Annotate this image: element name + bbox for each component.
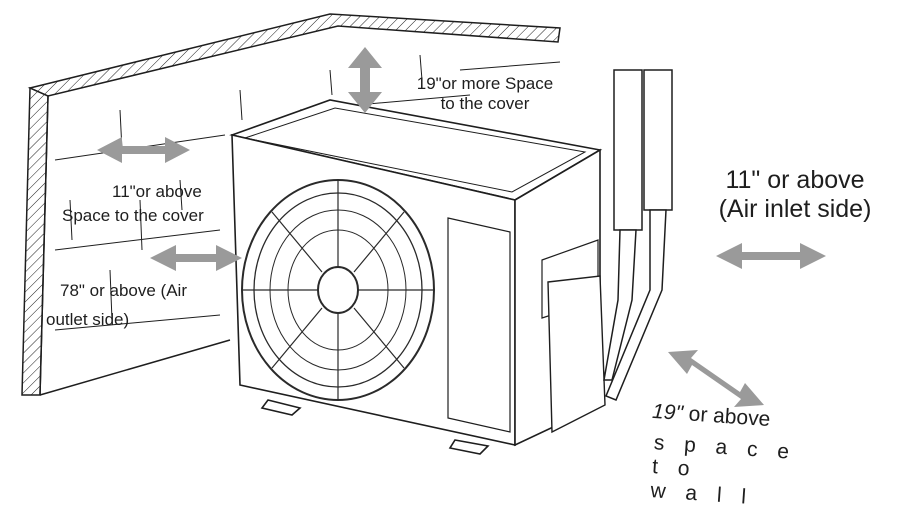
- top-cover-label-line2: to the cover: [440, 93, 530, 113]
- back-wall: [21, 13, 561, 396]
- left-cover-clearance-arrow: [97, 137, 190, 163]
- air-outlet-label-line2: outlet side): [46, 310, 130, 329]
- outdoor-unit: [229, 99, 606, 455]
- air-inlet-label: 11" or above (Air inlet side): [700, 166, 890, 224]
- refrigerant-pipes: [603, 69, 673, 401]
- front-clearance-text: or above: [682, 402, 772, 432]
- top-clearance-arrow: [348, 47, 382, 113]
- front-clearance-wavy-text: s p a c e t o w a l l: [650, 431, 797, 513]
- air-inlet-label-line1: 11" or above: [725, 166, 865, 194]
- top-cover-label: 19"or more Space to the cover: [400, 74, 570, 113]
- air-outlet-label-line1: 78" or above (Air: [60, 281, 187, 300]
- air-inlet-clearance-arrow: [716, 243, 826, 269]
- front-clearance-number: 19": [651, 399, 684, 425]
- front-clearance-arrow: [668, 350, 764, 407]
- fan-grille: [241, 179, 435, 401]
- left-cover-label-line1: 11"or above: [112, 182, 202, 201]
- left-cover-label-line2: Space to the cover: [62, 206, 204, 225]
- air-inlet-label-line2: (Air inlet side): [718, 194, 872, 223]
- air-outlet-clearance-arrow: [150, 245, 242, 271]
- clearance-arrows: [97, 47, 826, 407]
- top-cover-label-line1: 19"or more Space: [416, 74, 554, 93]
